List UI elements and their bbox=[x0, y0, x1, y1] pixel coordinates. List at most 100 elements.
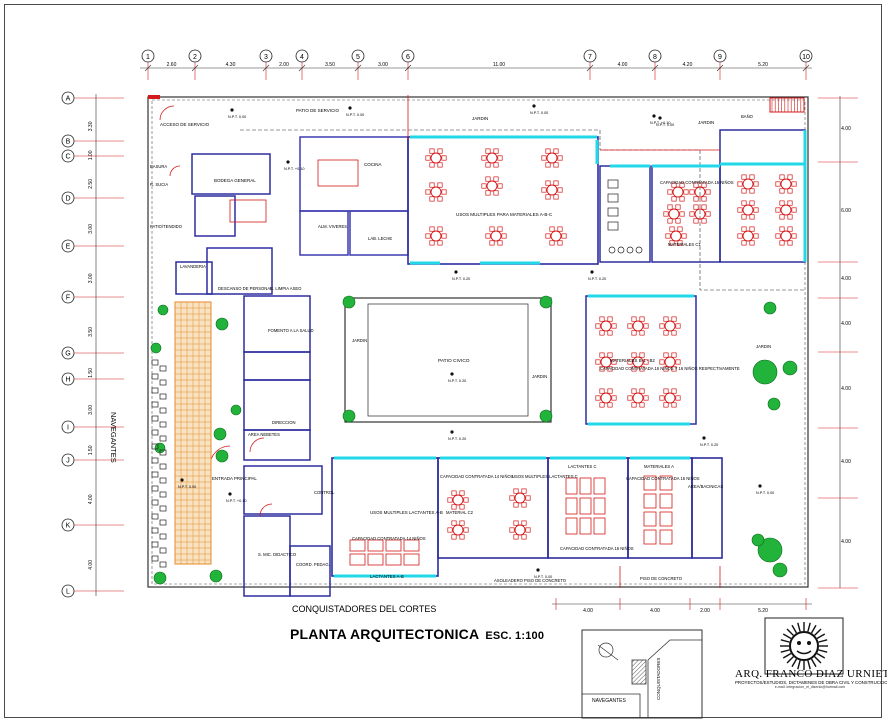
shrub-icon bbox=[151, 443, 159, 450]
chair bbox=[561, 233, 567, 239]
top-dim-tick bbox=[651, 64, 659, 72]
room-label-patio-civico: PATIO CIVICO bbox=[438, 358, 470, 364]
room-label-materiales-c1: MATERIALES C1 bbox=[668, 242, 701, 247]
room-label-bano: BAÑO bbox=[741, 114, 754, 119]
level-text: N.P.T. +0.10 bbox=[284, 167, 305, 171]
chair bbox=[451, 490, 457, 496]
chair bbox=[451, 534, 457, 540]
tree-icon bbox=[763, 301, 777, 315]
table-cluster bbox=[664, 356, 676, 368]
level-marker-icon bbox=[454, 270, 458, 274]
chair bbox=[541, 155, 547, 161]
chair bbox=[447, 527, 453, 533]
table-cluster bbox=[486, 152, 498, 164]
chair bbox=[779, 214, 785, 220]
chair bbox=[679, 196, 685, 202]
table-cluster bbox=[486, 180, 498, 192]
street-bottom: CONQUISTADORES DEL CORTES bbox=[292, 604, 437, 614]
room-label-bodega: BODEGA GENERAL bbox=[214, 178, 256, 183]
shrub-icon bbox=[151, 429, 159, 436]
chair bbox=[497, 240, 503, 246]
section-lines bbox=[407, 95, 721, 588]
top-dim-value: 3.00 bbox=[378, 62, 388, 68]
right-dim-value: 4.00 bbox=[841, 126, 851, 132]
chair bbox=[631, 366, 637, 372]
level-text: N.P.T. 0.20 bbox=[588, 277, 606, 281]
firm-name: ARQ. FRANCO DIAZ URNIETO bbox=[735, 668, 887, 680]
right-dim-value: 4.00 bbox=[841, 276, 851, 282]
table-cluster bbox=[430, 230, 442, 242]
chair bbox=[599, 402, 605, 408]
tree-icon bbox=[157, 304, 169, 316]
chair bbox=[549, 226, 555, 232]
axis-row-label: E bbox=[66, 244, 71, 251]
axis-col-label: 6 bbox=[406, 54, 410, 61]
tree-icon bbox=[215, 317, 229, 331]
chair bbox=[671, 196, 677, 202]
axis-col-label: 2 bbox=[193, 54, 197, 61]
chair bbox=[485, 148, 491, 154]
sun-logo-icon bbox=[764, 617, 844, 675]
chair bbox=[671, 366, 677, 372]
room-label-material-c2: MATERIAL C2 bbox=[446, 510, 474, 515]
chair bbox=[481, 183, 487, 189]
chair bbox=[631, 402, 637, 408]
axis-row-label: I bbox=[67, 425, 69, 432]
axis-row-label: F bbox=[66, 295, 70, 302]
chair bbox=[659, 323, 665, 329]
chair bbox=[631, 352, 637, 358]
sink-icon bbox=[608, 246, 616, 254]
north-arrow-icon bbox=[598, 642, 614, 658]
right-dim-value: 4.00 bbox=[841, 539, 851, 545]
chair bbox=[437, 196, 443, 202]
crib bbox=[367, 539, 384, 552]
chair bbox=[545, 233, 551, 239]
chair bbox=[663, 211, 669, 217]
bottom-dim-value: 2.00 bbox=[700, 608, 710, 614]
sun-ray bbox=[780, 649, 790, 653]
chair bbox=[497, 226, 503, 232]
tree-icon bbox=[539, 295, 553, 309]
chair bbox=[429, 162, 435, 168]
level-text: N.P.T. 0.20 bbox=[448, 379, 466, 383]
viveres-room bbox=[299, 210, 349, 256]
chair bbox=[429, 182, 435, 188]
shrub-icon bbox=[159, 379, 167, 386]
chair bbox=[595, 359, 601, 365]
chair bbox=[787, 226, 793, 232]
level-text: N.P.T. 0.00 bbox=[228, 115, 246, 119]
table-cluster bbox=[452, 524, 464, 536]
bodega-shelf bbox=[229, 199, 267, 223]
room-label-materiales-b: MATERIALES B-1 - B2 bbox=[610, 358, 655, 363]
room-label-lavanderia: LAVANDERIA bbox=[180, 264, 206, 269]
crib bbox=[403, 553, 420, 566]
chair bbox=[521, 534, 527, 540]
shrub-icon bbox=[159, 365, 167, 372]
sun-ray bbox=[797, 660, 801, 670]
table-cluster bbox=[452, 494, 464, 506]
chair bbox=[489, 226, 495, 232]
axis-col-label: 5 bbox=[356, 54, 360, 61]
location-street-2: CONQUISTADORES bbox=[656, 658, 661, 700]
level-marker-icon bbox=[536, 568, 540, 572]
shrub-icon bbox=[159, 435, 167, 442]
sun-ray bbox=[782, 652, 792, 659]
chair bbox=[513, 502, 519, 508]
chair bbox=[693, 196, 699, 202]
shrub-icon bbox=[151, 401, 159, 408]
room-label-cap-16: CAPACIDAD CONTRATADA 16 NIÑOS bbox=[560, 546, 634, 551]
chair bbox=[663, 330, 669, 336]
chair bbox=[701, 182, 707, 188]
chair bbox=[557, 226, 563, 232]
room-label-s-mic: S. MIC. DIDACTICO bbox=[258, 552, 297, 557]
chair bbox=[525, 495, 531, 501]
level-text: N.P.T. 0.00 bbox=[178, 485, 196, 489]
chair bbox=[787, 188, 793, 194]
chair bbox=[701, 196, 707, 202]
chair bbox=[753, 233, 759, 239]
room-label-fomento: FOMENTO A LA SALUD bbox=[268, 328, 314, 333]
table-cluster bbox=[672, 186, 684, 198]
level-marker-icon bbox=[702, 436, 706, 440]
